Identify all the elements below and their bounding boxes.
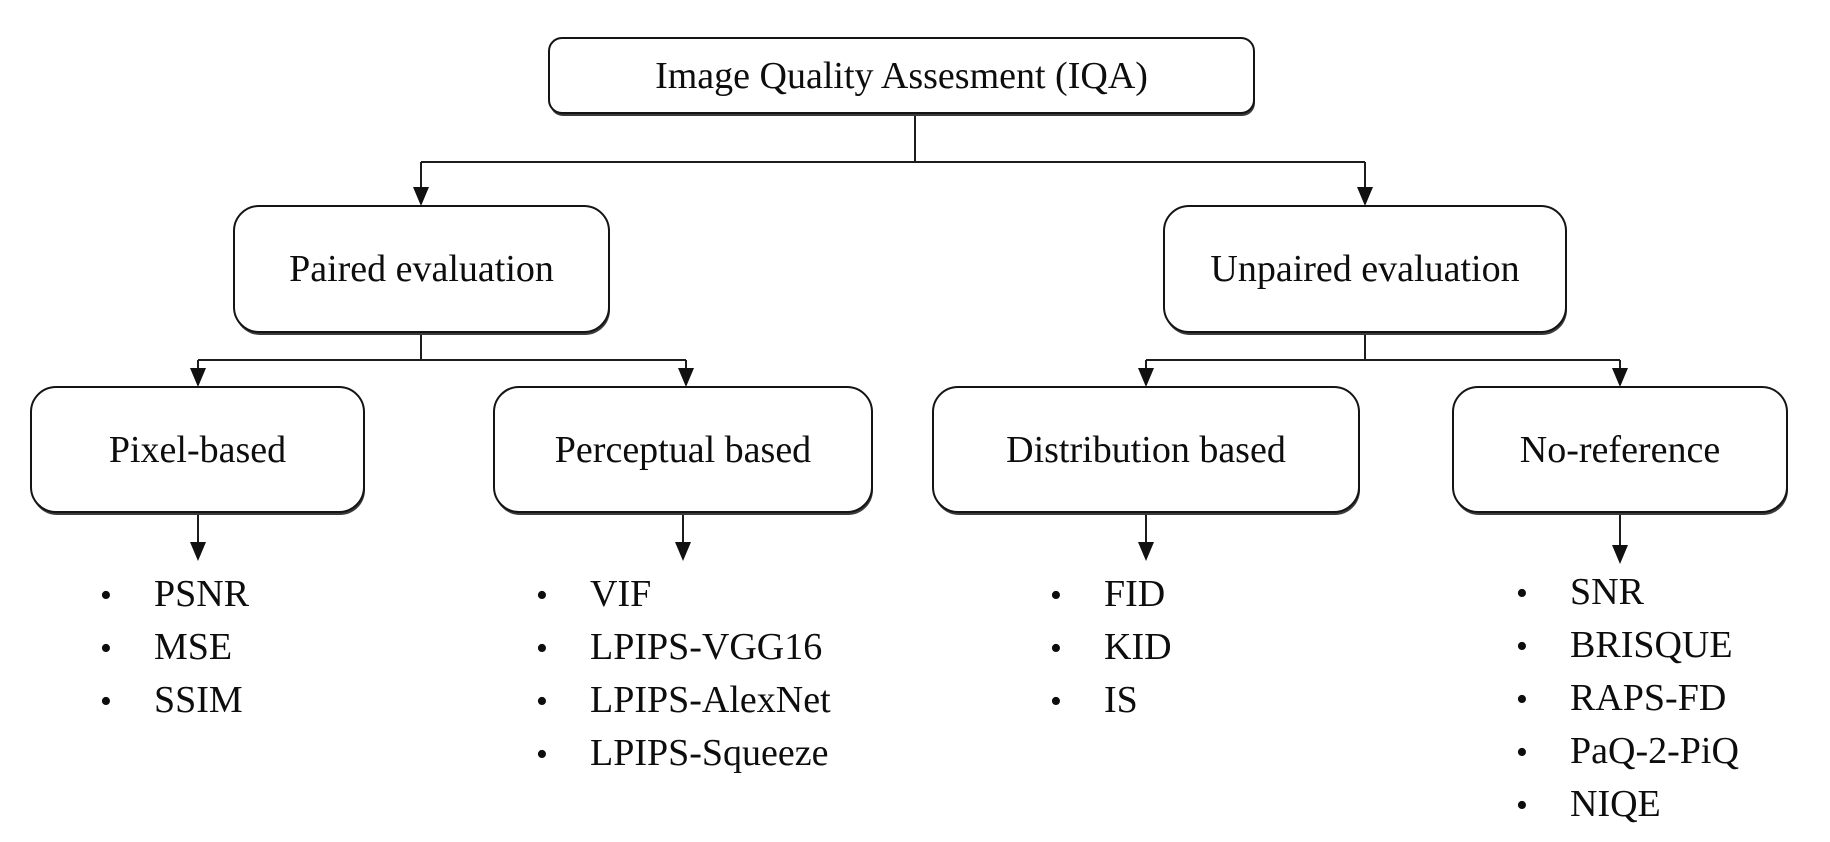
bullet-icon: • [1516,787,1528,824]
list-item: • PaQ-2-PiQ [1516,725,1739,778]
bullet-icon: • [100,683,112,720]
list-pixel-based-metrics: • PSNR • MSE • SSIM [100,568,249,727]
metric-label: SSIM [154,679,243,721]
node-paired-evaluation: Paired evaluation [233,205,610,333]
bullet-icon: • [1516,734,1528,771]
arrowhead-paired [413,187,429,206]
list-item: • LPIPS-VGG16 [536,621,831,674]
metric-label: VIF [590,573,652,615]
list-item: • RAPS-FD [1516,672,1739,725]
list-noreference-metrics: • SNR • BRISQUE • RAPS-FD • PaQ-2-PiQ • … [1516,566,1739,831]
metric-label: NIQE [1570,783,1661,825]
arrowhead-noreference-list [1612,545,1628,564]
arrowhead-pixel [190,368,206,387]
metric-label: LPIPS-Squeeze [590,732,829,774]
node-perceptual-based: Perceptual based [493,386,873,513]
node-iqa: Image Quality Assesment (IQA) [548,37,1255,114]
bullet-icon: • [1050,630,1062,667]
list-item: • LPIPS-Squeeze [536,727,831,780]
node-paired-label: Paired evaluation [289,248,554,290]
bullet-icon: • [1050,683,1062,720]
list-item: • FID [1050,568,1172,621]
bullet-icon: • [100,577,112,614]
arrowhead-perceptual-list [675,542,691,561]
bullet-icon: • [536,683,548,720]
node-distribution-label: Distribution based [1006,428,1286,471]
arrowhead-noreference [1612,368,1628,387]
arrowhead-unpaired [1357,187,1373,206]
list-distribution-metrics: • FID • KID • IS [1050,568,1172,727]
list-item: • LPIPS-AlexNet [536,674,831,727]
bullet-icon: • [536,630,548,667]
node-no-reference: No-reference [1452,386,1788,513]
list-item: • VIF [536,568,831,621]
list-item: • SSIM [100,674,249,727]
metric-label: MSE [154,626,233,668]
node-unpaired-evaluation: Unpaired evaluation [1163,205,1567,333]
metric-label: BRISQUE [1570,624,1733,666]
node-pixel-label: Pixel-based [108,428,287,471]
list-item: • SNR [1516,566,1739,619]
node-unpaired-label: Unpaired evaluation [1210,248,1520,290]
node-pixel-based: Pixel-based [30,386,365,513]
metric-label: KID [1104,626,1172,668]
node-distribution-based: Distribution based [932,386,1360,513]
list-perceptual-metrics: • VIF • LPIPS-VGG16 • LPIPS-AlexNet • LP… [536,568,831,780]
arrowhead-pixel-list [190,542,206,561]
list-item: • KID [1050,621,1172,674]
list-item: • NIQE [1516,778,1739,831]
metric-label: IS [1104,679,1138,721]
bullet-icon: • [100,630,112,667]
metric-label: RAPS-FD [1570,677,1727,719]
list-item: • IS [1050,674,1172,727]
bullet-icon: • [1516,575,1528,612]
bullet-icon: • [1050,577,1062,614]
metric-label: SNR [1570,571,1644,613]
bullet-icon: • [1516,681,1528,718]
list-item: • PSNR [100,568,249,621]
metric-label: FID [1104,573,1166,615]
list-item: • MSE [100,621,249,674]
node-iqa-label: Image Quality Assesment (IQA) [655,54,1148,97]
arrowhead-perceptual [678,368,694,387]
bullet-icon: • [536,736,548,773]
bullet-icon: • [1516,628,1528,665]
node-noreference-label: No-reference [1519,428,1721,471]
metric-label: PaQ-2-PiQ [1570,730,1739,772]
list-item: • BRISQUE [1516,619,1739,672]
arrowhead-distribution-list [1138,542,1154,561]
node-perceptual-label: Perceptual based [554,428,812,471]
metric-label: LPIPS-VGG16 [590,626,823,668]
metric-label: LPIPS-AlexNet [590,679,831,721]
metric-label: PSNR [154,573,250,615]
bullet-icon: • [536,577,548,614]
arrowhead-distribution [1138,368,1154,387]
